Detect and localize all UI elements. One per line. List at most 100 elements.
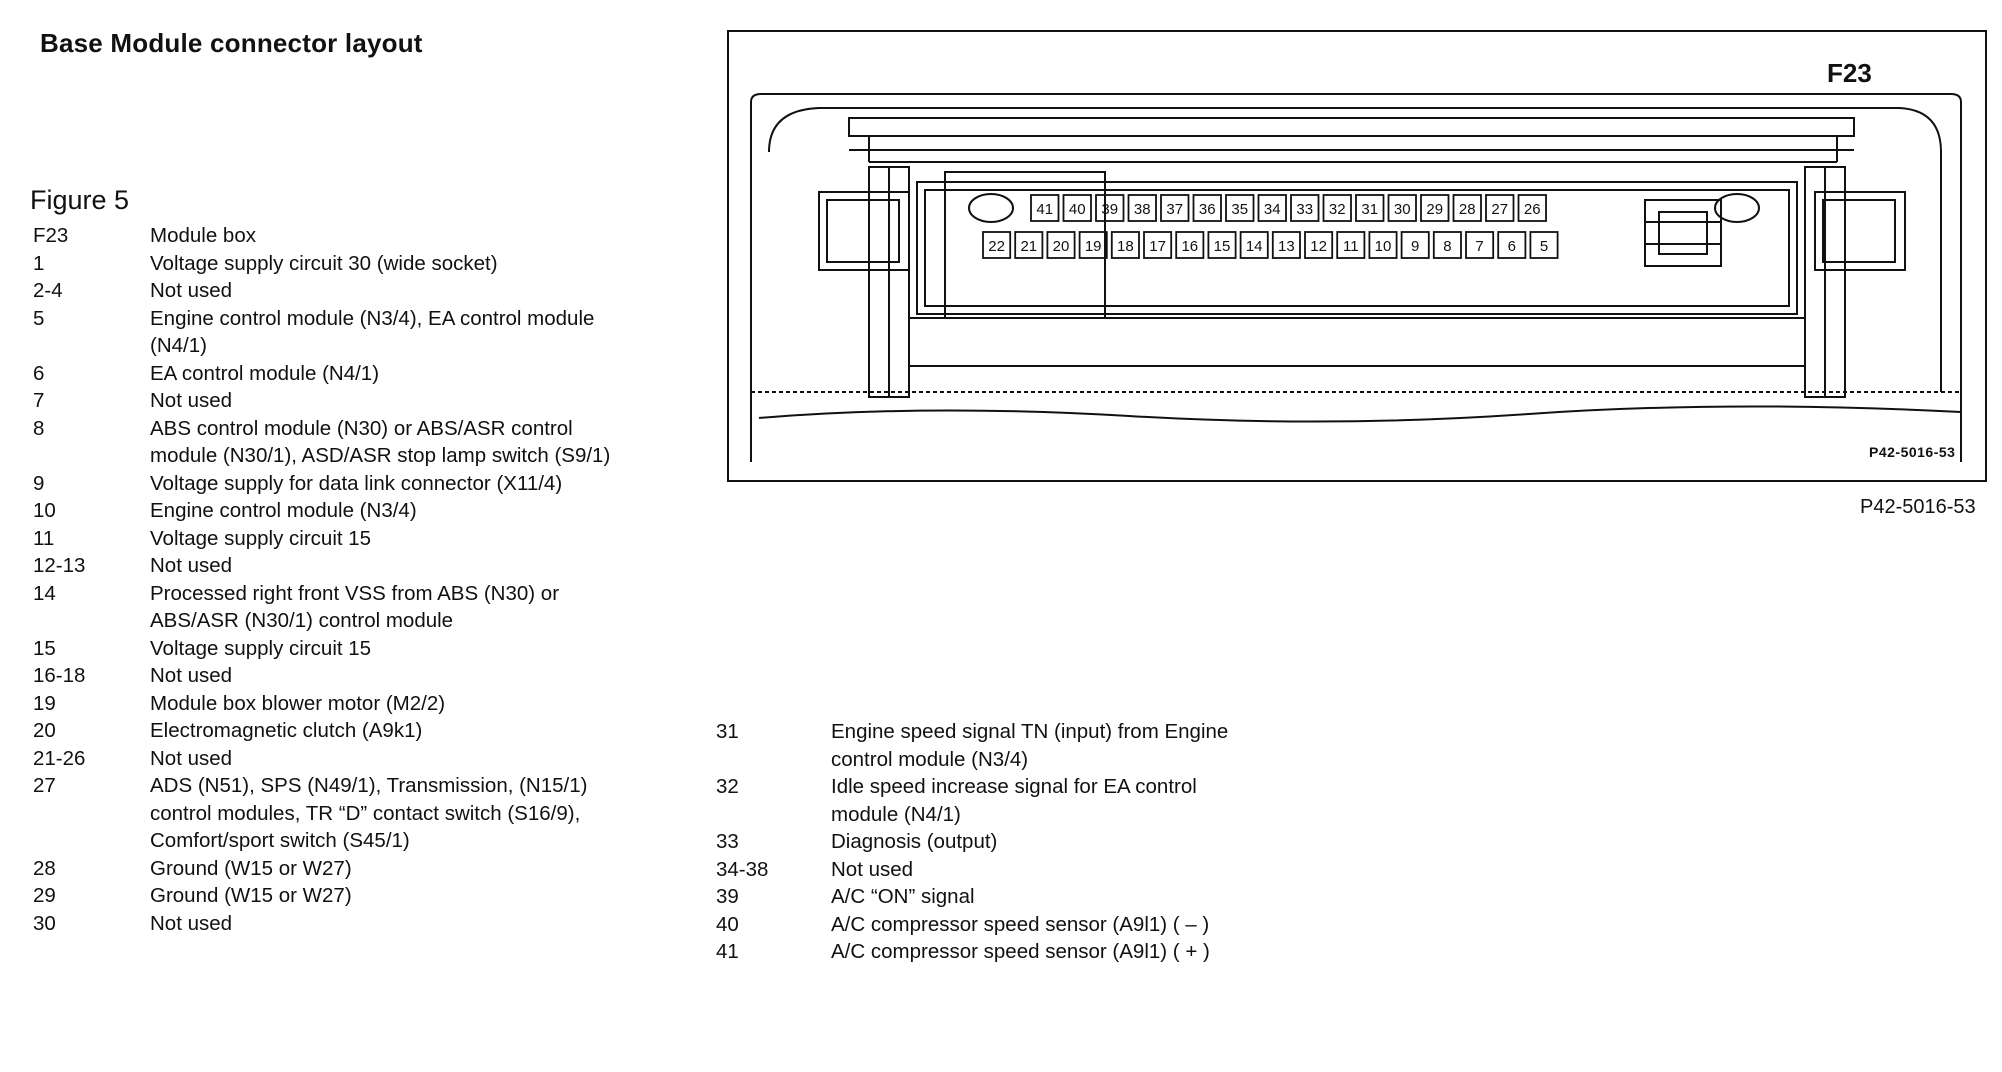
pin-number: 22 [988,238,1005,255]
pin-cell [1257,194,1287,222]
legend-pin: 40 [716,912,739,936]
pin-cell [1517,194,1547,222]
legend-description: Diagnosis (output) [831,830,998,853]
pin-cell [1143,231,1173,259]
legend-description: Ground (W15 or W27) [150,856,352,880]
pin-number: 6 [1508,238,1516,255]
legend-row: 15 Voltage supply circuit 15 [33,635,683,663]
legend-description: Module box blower motor (M2/2) [150,691,446,715]
connector-body [916,181,1798,315]
legend-description: Not used [150,389,233,412]
legend-description: Not used [150,746,233,770]
pin-number: 26 [1524,201,1541,218]
legend-description: Not used [150,911,233,935]
legend-description: Engine control module (N3/4) [150,499,417,522]
pin-cell [1432,231,1462,259]
legend-description: Not used [150,279,233,302]
pin-cell [1290,194,1320,222]
legend-row: 12-13 Not used [33,552,683,580]
pin-number: 8 [1443,238,1451,255]
legend-pin: 14 [33,581,56,605]
legend-pin: 30 [33,911,56,935]
legend-pin: 5 [33,306,45,330]
legend-pin: 7 [33,389,45,412]
legend-description: ABS control module (N30) or ABS/ASR cont… [150,416,611,468]
figure-label: Figure 5 [30,185,130,215]
legend-pin: 39 [716,885,739,908]
pin-number: 20 [1053,238,1070,255]
pin-cell [1207,231,1237,259]
pin-number: 27 [1491,201,1508,218]
pin-cell [1110,231,1140,259]
legend-pin: 34-38 [716,857,769,881]
page-title: Base Module connector layout [40,28,423,58]
legend-pin: 20 [33,719,56,742]
pin-cell [1497,231,1527,259]
pin-number: 5 [1540,238,1548,255]
legend-description: Engine speed signal TN (input) from Engi… [831,720,1229,771]
pin-number: 7 [1475,238,1483,255]
legend-description: Not used [150,554,233,577]
pin-number: 37 [1166,201,1183,218]
pin-cell [1355,194,1385,222]
pin-number: 28 [1459,201,1476,218]
pin-number: 17 [1149,238,1166,255]
pin-cell [1452,194,1482,222]
pin-number: 12 [1310,238,1327,255]
pin-cell [1239,231,1269,259]
wide-socket [1644,199,1722,267]
legend-description: Engine control module (N3/4), EA control… [150,306,595,358]
right-oval-hole [1714,193,1760,223]
pin-number: 15 [1214,238,1231,255]
pin-number: 32 [1329,201,1346,218]
pin-cell [1078,231,1108,259]
box-reference: P42-5016-53 [1869,444,1956,460]
pin-cell [1175,231,1205,259]
upper-rail [848,117,1855,137]
housing-inner-curve [768,107,1942,392]
pin-cell [1400,231,1430,259]
pin-cell [1336,231,1366,259]
legend-pin: 21-26 [33,746,86,770]
pin-cell [982,231,1012,259]
legend-row: 5 Engine control module (N3/4), EA contro… [33,305,683,360]
pin-cell [1271,231,1301,259]
pin-number: 34 [1264,201,1281,218]
legend-description: Ground (W15 or W27) [150,884,352,907]
left-oval-hole [968,193,1014,223]
legend-pin: 12-13 [33,554,86,577]
pin-cell [1192,194,1222,222]
legend-pin: 32 [716,775,739,798]
legend-pin: 41 [716,940,739,963]
legend-pin: 29 [33,884,56,907]
legend-pin: 2-4 [33,279,63,302]
legend-pin: 6 [33,361,45,385]
pin-number: 30 [1394,201,1411,218]
legend-row: 29 Ground (W15 or W27) [33,882,683,910]
legend-description: Voltage supply circuit 15 [150,636,372,660]
pin-cell [1529,231,1559,259]
legend-description: A/C compressor speed sensor (A9l1) ( + ) [831,940,1210,963]
pin-number: 41 [1036,201,1053,218]
left-latch [818,191,910,271]
pin-number: 31 [1361,201,1378,218]
pin-number: 40 [1069,201,1086,218]
legend-pin: 15 [33,636,56,660]
figure-reference: P42-5016-53 [1860,496,1976,518]
legend-pin: 16-18 [33,664,86,687]
pin-cell [1465,231,1495,259]
